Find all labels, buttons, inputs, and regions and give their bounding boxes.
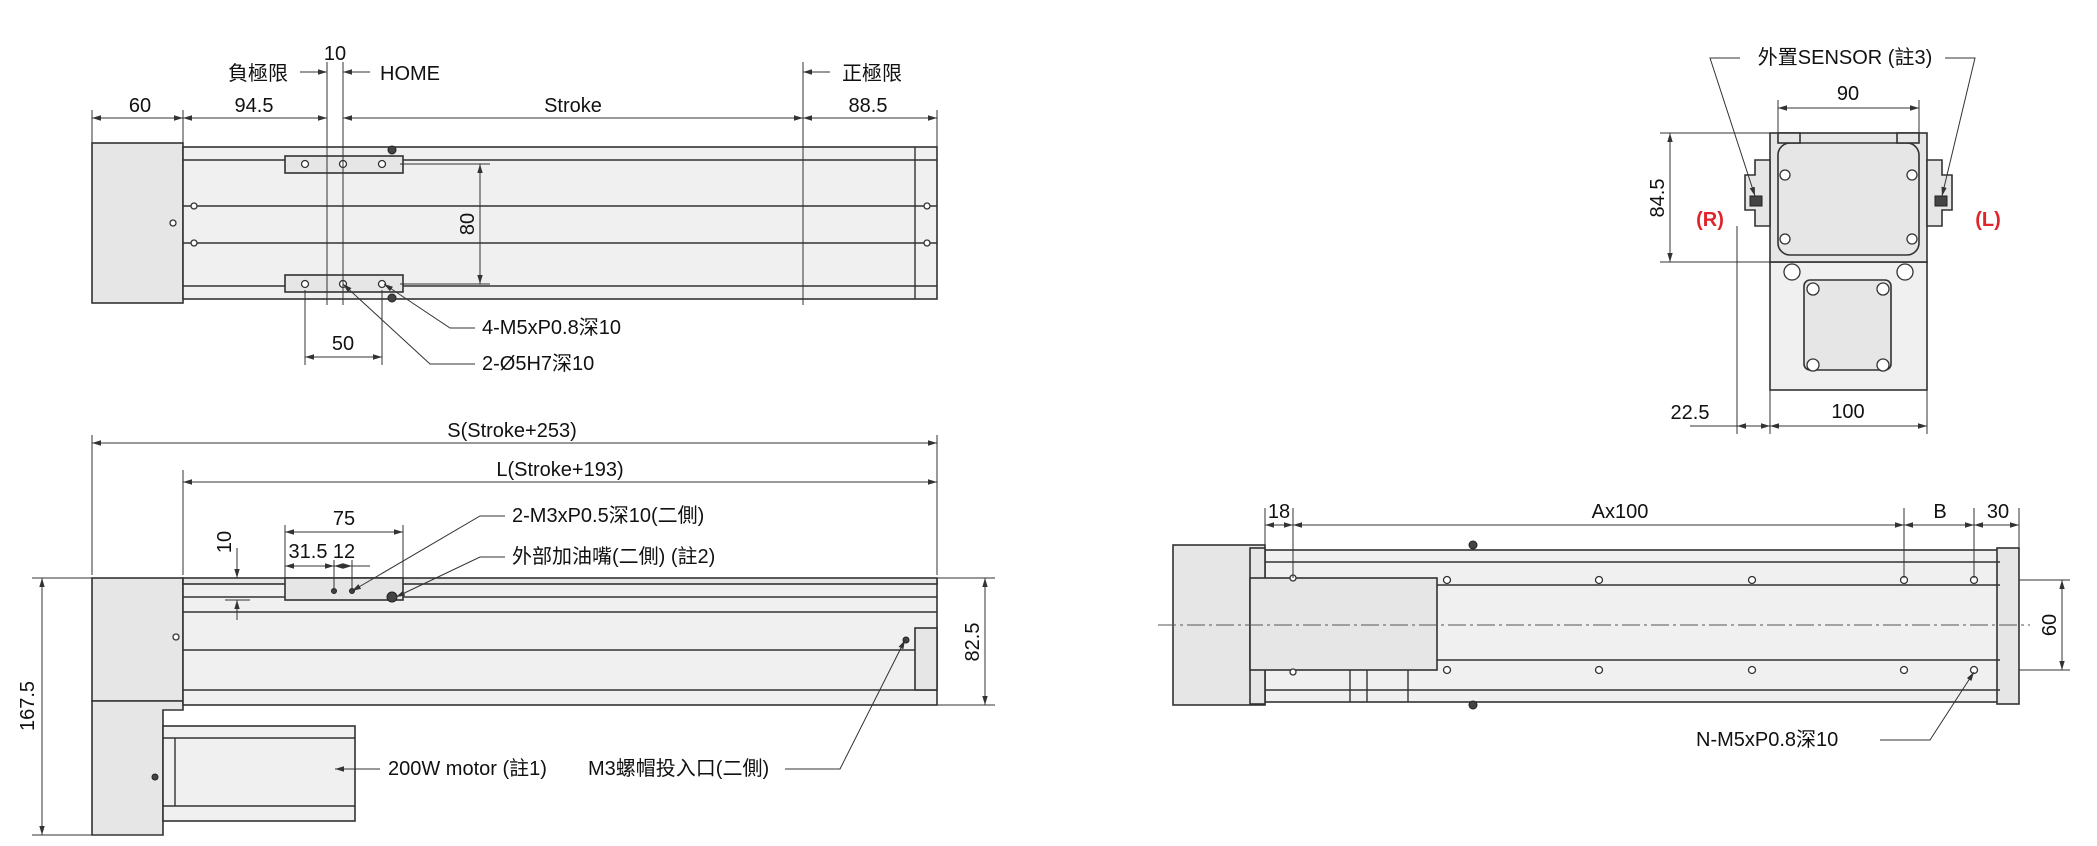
dim-pitch: Ax100 xyxy=(1592,501,1649,523)
dim-88-5: 88.5 xyxy=(849,95,888,117)
label-tap-holes: 4-M5xP0.8深10 xyxy=(482,316,621,339)
label-bottom-holes: N-M5xP0.8深10 xyxy=(1696,728,1838,751)
dim-overall: S(Stroke+253) xyxy=(447,420,577,442)
label-sensor: 外置SENSOR (註3) xyxy=(1758,46,1932,69)
dim-100: 100 xyxy=(1831,401,1864,423)
dim-22-5: 22.5 xyxy=(1671,402,1710,424)
dim-10-side: 10 xyxy=(214,531,236,553)
dim-94-5: 94.5 xyxy=(235,95,274,117)
label-motor: 200W motor (註1) xyxy=(388,757,547,780)
dim-90: 90 xyxy=(1837,83,1859,105)
dim-length: L(Stroke+193) xyxy=(496,459,623,481)
dim-stroke: Stroke xyxy=(544,95,602,117)
sensor-right xyxy=(1744,159,1771,227)
bottom-view: 18 Ax100 B 30 60 N-M5xP0.8深10 xyxy=(1158,501,2070,751)
top-view: 60 94.5 10 Stroke 88.5 負極限 HOME 正極限 80 5… xyxy=(91,43,938,375)
top-grease-nipple-upper xyxy=(387,145,397,155)
top-end-hole xyxy=(169,219,177,227)
label-home: HOME xyxy=(380,63,440,85)
dim-10-top: 10 xyxy=(324,43,346,65)
label-side-holes: 2-M3xP0.5深10(二側) xyxy=(512,504,704,527)
dim-167-5: 167.5 xyxy=(17,681,39,731)
label-r: (R) xyxy=(1696,209,1724,231)
dim-18: 18 xyxy=(1268,501,1290,523)
top-grease-nipple-lower xyxy=(387,293,397,303)
side-motor xyxy=(162,725,356,822)
label-pin-holes: 2-Ø5H7深10 xyxy=(482,352,594,375)
dim-60-bottom: 60 xyxy=(2039,614,2061,636)
bottom-carriage xyxy=(1249,577,1438,671)
sensor-left xyxy=(1926,159,1953,227)
dim-b: B xyxy=(1933,501,1946,523)
dim-60: 60 xyxy=(129,95,151,117)
dim-82-5: 82.5 xyxy=(962,623,984,662)
dim-75: 75 xyxy=(333,508,355,530)
label-neg-limit: 負極限 xyxy=(228,62,288,85)
side-grease-nipple xyxy=(386,591,398,603)
top-end-block xyxy=(91,142,184,304)
label-pos-limit: 正極限 xyxy=(842,62,902,85)
side-view: S(Stroke+253) L(Stroke+193) 75 xyxy=(17,420,995,836)
dim-31-5: 31.5 xyxy=(289,541,328,563)
side-end-block xyxy=(91,577,184,702)
dim-30: 30 xyxy=(1987,501,2009,523)
dim-80: 80 xyxy=(457,213,479,235)
side-rail-body xyxy=(182,579,938,706)
end-view: 外置SENSOR (註3) (R) (L) 90 84.5 22.5 100 xyxy=(1647,46,2001,434)
side-carriage xyxy=(284,577,404,601)
label-l: (L) xyxy=(1975,209,2001,231)
label-nut-entry: M3螺帽投入口(二側) xyxy=(588,757,769,780)
label-grease: 外部加油嘴(二側) (註2) xyxy=(512,545,715,568)
end-motor-plate xyxy=(1803,279,1892,371)
dim-84-5: 84.5 xyxy=(1647,179,1669,218)
dim-50: 50 xyxy=(332,333,354,355)
dim-12: 12 xyxy=(333,541,355,563)
